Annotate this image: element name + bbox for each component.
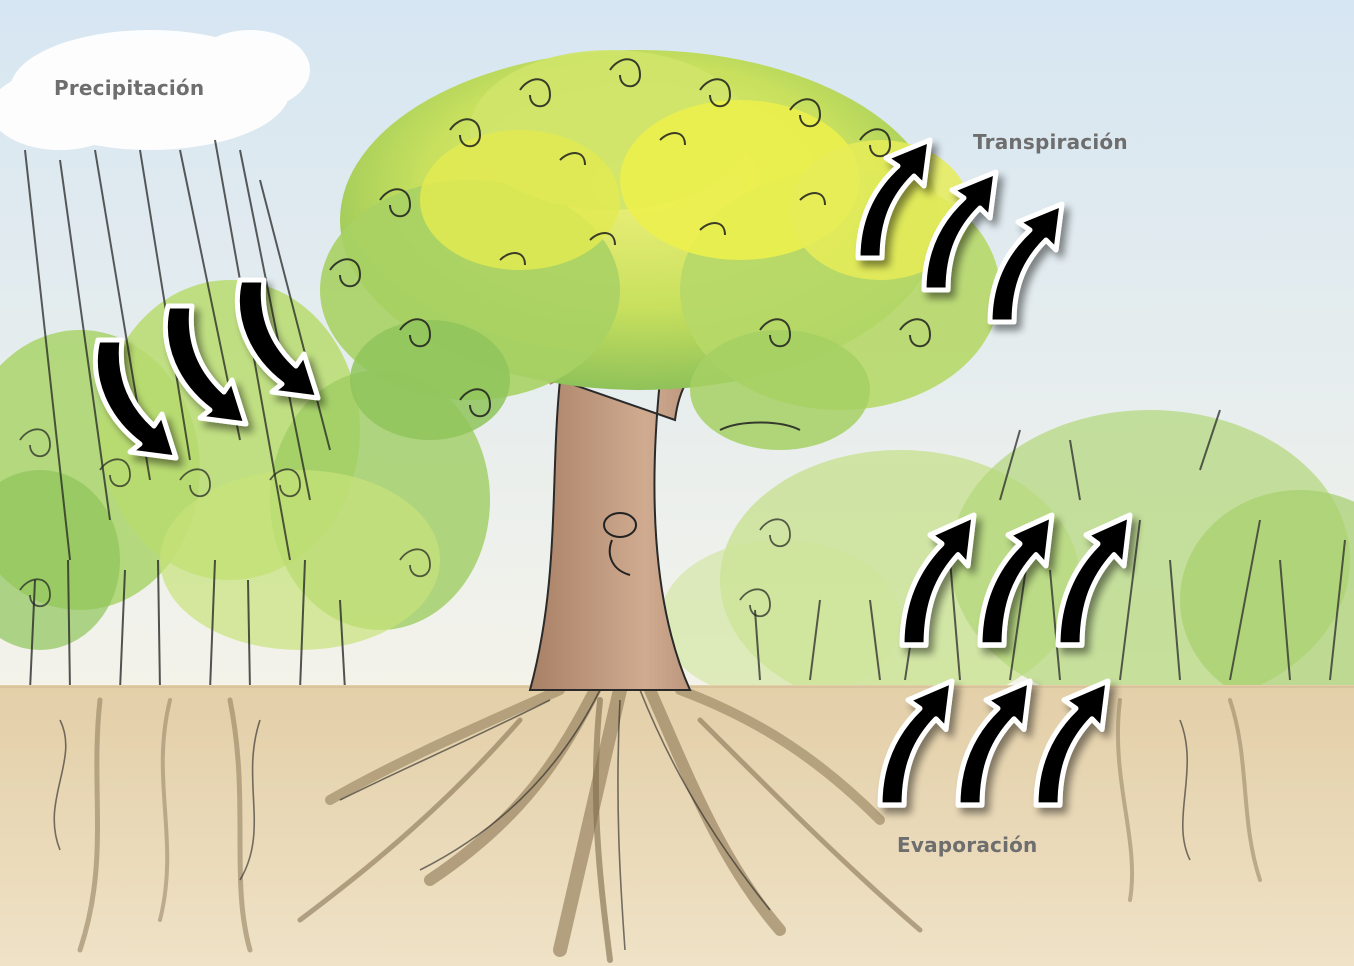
evaporation-label: Evaporación (897, 833, 1038, 857)
soil (0, 685, 1354, 966)
precipitation-label: Precipitación (54, 76, 204, 100)
transpiration-label: Transpiración (973, 130, 1128, 154)
